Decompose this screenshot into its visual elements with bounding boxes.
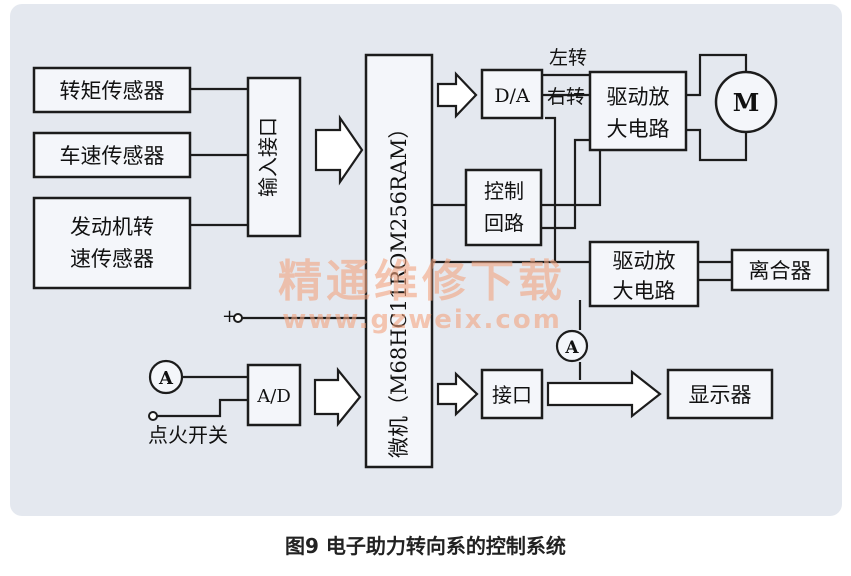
da-box: [480, 68, 544, 120]
motor-label: M: [733, 88, 760, 117]
motor-circle: [714, 70, 778, 134]
line-control-amp: [541, 150, 602, 207]
driver-amp2-box: [588, 240, 700, 308]
display-box: [666, 368, 774, 420]
speed-sensor-label: 车速传感器: [60, 144, 165, 168]
microcomputer-label: 微机（M68HC11ROM256RAM）: [387, 118, 411, 458]
interface-label: 接口: [492, 383, 532, 407]
clutch-label: 离合器: [749, 259, 812, 283]
left-turn-label: 左转: [549, 47, 587, 69]
ad-box: [246, 363, 302, 427]
ammeter-circle: [148, 359, 184, 395]
ammeter2-circle: [555, 329, 589, 363]
line-da-amp2: [545, 116, 590, 264]
right-turn-label: 右转: [547, 86, 585, 108]
input-terminal: [233, 313, 243, 323]
driver-amp-box: [588, 70, 688, 152]
ignition-label: 点火开关: [148, 423, 228, 447]
arrow-micro-interface: [436, 371, 479, 417]
line-amp-motor-bottom: [686, 128, 748, 162]
speed-sensor-box: [32, 131, 192, 179]
arrow-interface-display: [546, 369, 662, 419]
driver-amp2-label-2: 大电路: [613, 279, 676, 303]
engine-sensor-label-1: 发动机转: [70, 215, 154, 239]
arrow-ad-micro: [313, 366, 362, 428]
watermark-url: www.gzweix.com: [282, 305, 562, 335]
line-amp-motor-top: [686, 53, 748, 97]
terminal-plus-icon: +: [222, 306, 237, 327]
engine-sensor-box: [32, 196, 192, 290]
watermark-cn: 精通维修下载: [278, 256, 566, 307]
line-ignition-ad: [157, 398, 248, 418]
clutch-box: [730, 248, 830, 292]
arrow-micro-da: [436, 71, 478, 119]
display-label: 显示器: [689, 383, 752, 407]
flow-arrows: [313, 71, 662, 428]
ammeter2-label: A: [564, 338, 579, 358]
sensor-blocks: [32, 66, 302, 290]
figure-caption: 图9 电子助力转向系的控制系统: [285, 534, 566, 558]
input-interface-box: [246, 76, 302, 238]
microcomputer-box: [364, 53, 434, 469]
control-loop-label-1: 控制: [484, 179, 524, 203]
output-blocks: [246, 68, 830, 427]
driver-amp-label-1: 驱动放: [607, 85, 670, 109]
input-interface-label: 输入接口: [256, 117, 280, 197]
micro-rest: ROM256RAM）: [387, 118, 411, 286]
ammeter-label: A: [158, 368, 174, 389]
ad-label: A/D: [256, 386, 291, 407]
driver-amp-label-2: 大电路: [607, 117, 670, 141]
micro-model: M68HC11: [387, 286, 411, 395]
line-control-feedback: [541, 138, 590, 230]
control-loop-label-2: 回路: [484, 211, 524, 235]
ignition-terminal: [148, 411, 158, 421]
driver-amp2-label-1: 驱动放: [613, 249, 676, 273]
micro-prefix: 微机（: [387, 395, 411, 458]
control-loop-box: [464, 168, 543, 247]
da-label: D/A: [494, 85, 530, 107]
engine-sensor-label-2: 速传感器: [70, 247, 154, 271]
torque-sensor-label: 转矩传感器: [60, 79, 165, 103]
arrow-input-micro: [314, 114, 364, 186]
connections: [157, 53, 748, 418]
torque-sensor-box: [32, 66, 192, 114]
interface-box: [480, 368, 544, 420]
